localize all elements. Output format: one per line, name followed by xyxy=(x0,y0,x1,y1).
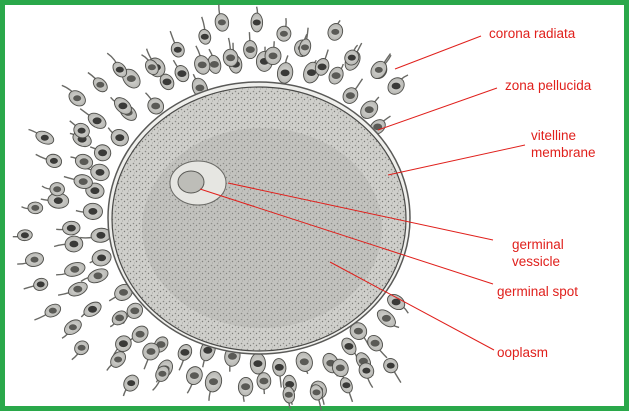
corona-cell xyxy=(80,301,102,318)
corona-cell xyxy=(61,84,86,107)
germinal-spot xyxy=(177,170,205,194)
label-germinal-vesicle-line1: germinal xyxy=(512,237,564,252)
corona-cell xyxy=(110,96,132,115)
corona-cell xyxy=(142,342,160,370)
leader-germinal-vesicle xyxy=(227,182,494,241)
label-germinal-spot: germinal spot xyxy=(497,284,578,299)
corona-cell xyxy=(90,144,112,162)
corona-cell xyxy=(40,192,70,209)
corona-cell xyxy=(108,283,133,302)
corona-cell xyxy=(256,372,272,395)
corona-cell xyxy=(376,309,400,329)
corona-cell xyxy=(360,96,380,119)
corona-cell xyxy=(106,351,127,371)
corona-cell xyxy=(237,376,254,402)
corona-cell xyxy=(186,366,203,394)
corona-cell xyxy=(109,310,128,328)
corona-cell xyxy=(344,44,360,66)
corona-cell xyxy=(122,374,140,397)
corona-cell xyxy=(194,45,211,75)
corona-cell xyxy=(198,16,212,45)
corona-cell xyxy=(87,71,108,93)
corona-cell xyxy=(243,32,258,60)
leader-germinal-spot xyxy=(199,188,494,285)
corona-cell xyxy=(141,54,159,76)
corona-cell xyxy=(358,362,375,388)
corona-cell xyxy=(56,261,86,277)
leader-lines xyxy=(199,35,526,351)
corona-cell xyxy=(264,41,282,66)
corona-cell xyxy=(56,220,81,236)
corona-cell xyxy=(63,174,93,190)
corona-cell xyxy=(28,128,55,145)
corona-cell xyxy=(21,201,44,215)
corona-cell xyxy=(276,18,292,42)
ooplasm xyxy=(111,86,407,352)
label-vitelline-line1: vitelline xyxy=(531,128,576,143)
corona-cell xyxy=(370,54,392,79)
corona-cell xyxy=(34,303,62,321)
corona-cell xyxy=(314,49,330,76)
corona-cell xyxy=(53,235,84,253)
corona-cell xyxy=(214,4,230,32)
corona-cell xyxy=(152,365,170,391)
corona-cell xyxy=(125,325,149,345)
corona-cell xyxy=(75,202,103,220)
corona-cell xyxy=(80,227,112,243)
corona-cell xyxy=(327,19,344,41)
corona-cell xyxy=(106,52,128,78)
corona-cell xyxy=(89,249,112,267)
corona-cell xyxy=(204,371,223,401)
corona-cell xyxy=(79,108,107,129)
corona-radiata-cells xyxy=(12,4,409,411)
corona-cell xyxy=(57,281,88,297)
corona-cell xyxy=(339,377,354,403)
corona-cell xyxy=(207,48,222,74)
leader-ooplasm xyxy=(329,261,495,351)
corona-cell xyxy=(69,120,90,139)
corona-cell xyxy=(23,277,49,291)
corona-cell xyxy=(272,358,287,388)
corona-cell xyxy=(387,74,409,95)
corona-cell xyxy=(35,153,63,168)
corona-cell xyxy=(282,386,296,410)
corona-cell xyxy=(222,37,239,67)
corona-cell xyxy=(70,153,94,170)
corona-cell xyxy=(41,182,65,197)
corona-cell xyxy=(298,27,312,57)
corona-cell xyxy=(80,268,109,284)
ooplasm-shading xyxy=(142,128,382,328)
corona-cell xyxy=(17,252,44,267)
leader-corona-radiata xyxy=(394,35,482,70)
corona-cell xyxy=(111,335,132,359)
corona-cell xyxy=(341,337,358,359)
corona-cell xyxy=(61,319,82,339)
leader-vitelline-membrane xyxy=(387,144,526,176)
corona-cell xyxy=(342,78,364,104)
label-germinal-vesicle-line2: vessicle xyxy=(512,254,560,269)
corona-cell xyxy=(12,229,33,242)
label-ooplasm: ooplasm xyxy=(497,345,548,360)
label-corona-radiata: corona radiata xyxy=(489,26,576,41)
corona-cell xyxy=(250,6,264,33)
corona-cell xyxy=(107,127,129,147)
corona-cell xyxy=(367,334,388,359)
corona-cell xyxy=(383,357,402,383)
corona-cell xyxy=(71,340,90,361)
corona-cell xyxy=(145,92,165,115)
corona-cell xyxy=(309,384,324,411)
label-zona-pellucida: zona pellucida xyxy=(505,78,592,93)
corona-cell xyxy=(177,344,193,371)
corona-cell xyxy=(172,59,190,83)
corona-cell xyxy=(169,30,185,58)
corona-cell xyxy=(295,351,313,375)
corona-cell xyxy=(328,63,344,85)
corona-cell xyxy=(387,293,409,314)
leader-zona-pellucida xyxy=(377,87,498,131)
label-vitelline-line2: membrane xyxy=(531,145,596,160)
